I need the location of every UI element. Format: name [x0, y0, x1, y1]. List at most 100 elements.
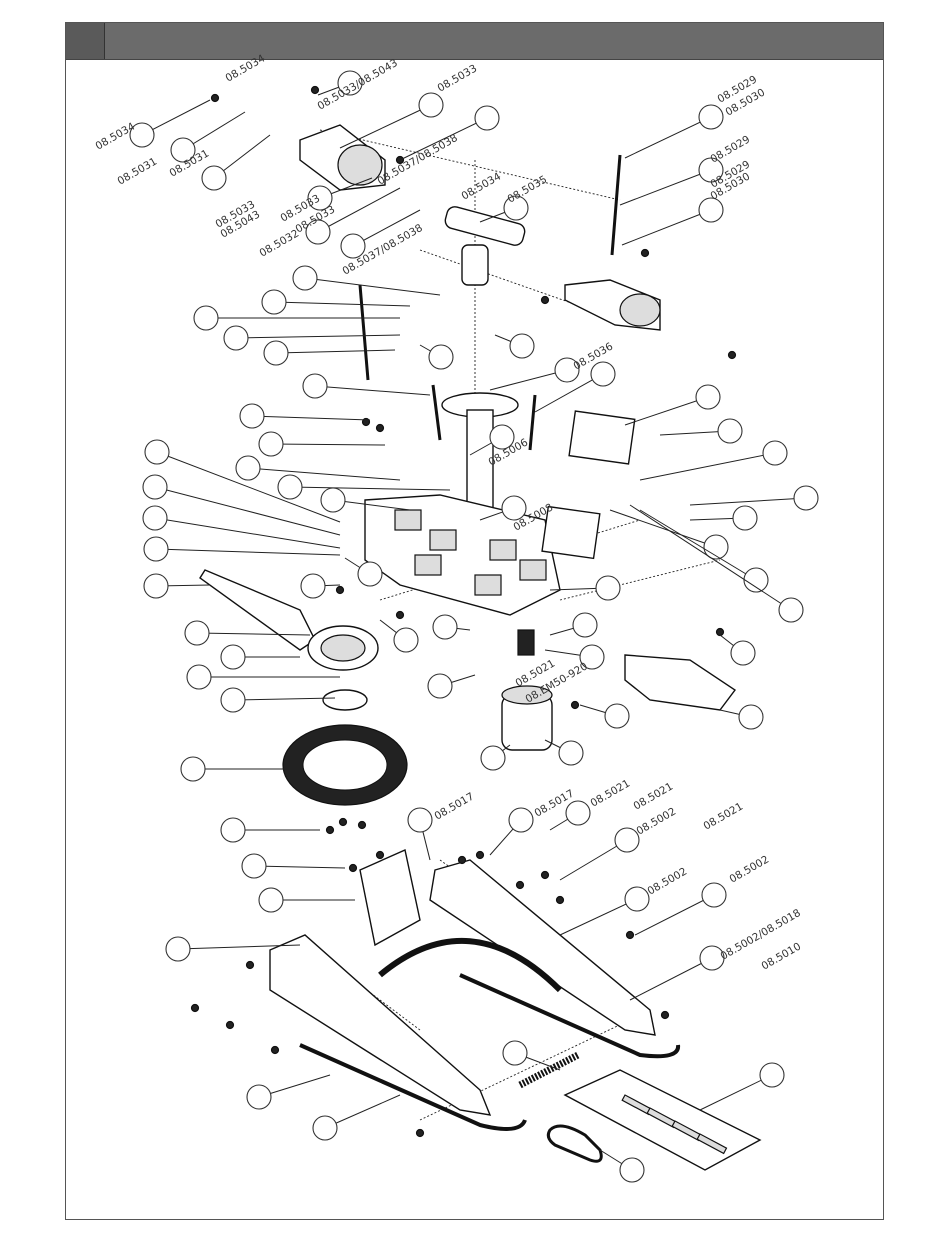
- leader-line: [177, 944, 301, 950]
- leader-line: [689, 497, 807, 506]
- callout-circle: [305, 219, 331, 245]
- callout-circle: [759, 1062, 785, 1088]
- linkage-rod: [610, 154, 622, 256]
- linkage-rod: [528, 394, 537, 451]
- callout-circle: [144, 439, 170, 465]
- callout-circle: [337, 70, 363, 96]
- screw: [225, 1020, 235, 1030]
- screw: [375, 850, 385, 860]
- header-bar: [66, 23, 883, 60]
- callout-circle: [427, 673, 453, 699]
- screw: [210, 93, 220, 103]
- callout-circle: [698, 104, 724, 130]
- callout-circle: [604, 703, 630, 729]
- callout-circle: [614, 827, 640, 853]
- callout-circle: [701, 882, 727, 908]
- callout-circle: [393, 627, 419, 653]
- callout-circle: [619, 1157, 645, 1183]
- callout-circle: [180, 756, 206, 782]
- part-number-label: 08.5002: [728, 853, 772, 885]
- callout-circle: [223, 325, 249, 351]
- screw: [190, 1003, 200, 1013]
- tray-slot: [696, 1133, 728, 1155]
- screw: [348, 863, 358, 873]
- leader-line: [559, 898, 638, 936]
- callout-circle: [778, 597, 804, 623]
- lower-frame-right: [429, 859, 656, 1036]
- screw: [270, 1045, 280, 1055]
- leader-line: [314, 385, 431, 396]
- callout-circle: [508, 807, 534, 833]
- leader-line: [154, 517, 341, 549]
- callout-circle: [320, 487, 346, 513]
- part-number-label: 08.5037/08.5038: [376, 132, 460, 188]
- callout-circle: [738, 704, 764, 730]
- callout-circle: [558, 740, 584, 766]
- screw: [338, 817, 348, 827]
- leader-line: [253, 865, 346, 869]
- leader-line: [289, 486, 451, 491]
- leader-line: [332, 499, 411, 511]
- callout-circle: [220, 687, 246, 713]
- part-number-label: 08.5033: [436, 62, 480, 94]
- tail-boom-arm: [199, 569, 316, 651]
- callout-circle: [730, 640, 756, 666]
- part-number-label: 08.5002: [646, 865, 690, 897]
- callout-circle: [220, 817, 246, 843]
- main-gear-inner: [302, 739, 388, 791]
- rotor-hub-spindle: [444, 206, 526, 246]
- callout-circle: [418, 92, 444, 118]
- screw: [570, 700, 580, 710]
- leader-line: [399, 117, 488, 161]
- leader-line: [317, 187, 401, 233]
- callout-circle: [595, 575, 621, 601]
- leader-line: [154, 486, 341, 536]
- alignment-line: [559, 559, 721, 601]
- callout-circle: [300, 573, 326, 599]
- callout-circle: [793, 485, 819, 511]
- callout-circle: [312, 1115, 338, 1141]
- screw: [357, 820, 367, 830]
- leader-line: [304, 277, 441, 296]
- callout-circle: [261, 289, 287, 315]
- screw: [415, 1128, 425, 1138]
- leader-line: [609, 509, 717, 548]
- callout-circle: [307, 185, 333, 211]
- leader-line: [624, 116, 712, 159]
- leader-line: [699, 1074, 773, 1111]
- callout-circle: [509, 333, 535, 359]
- screw: [715, 627, 725, 637]
- screw: [540, 295, 550, 305]
- callout-circle: [165, 936, 191, 962]
- leader-line: [624, 396, 709, 426]
- callout-circles: [129, 70, 819, 1183]
- callout-circle: [501, 495, 527, 521]
- leader-line: [634, 894, 715, 936]
- servo-top: [568, 410, 636, 465]
- motor-mount-plate: [624, 654, 737, 711]
- screw: [540, 870, 550, 880]
- screw: [640, 248, 650, 258]
- callout-circle: [241, 853, 267, 879]
- motor-top: [501, 685, 553, 705]
- callout-circle: [474, 105, 500, 131]
- callout-circle: [698, 197, 724, 223]
- callout-circle: [277, 474, 303, 500]
- skid-right: [459, 973, 681, 1059]
- rotor-head-block: [461, 244, 489, 286]
- callout-circle: [357, 561, 383, 587]
- leader-line: [156, 451, 341, 523]
- page-frame: [65, 22, 884, 1220]
- screw: [395, 610, 405, 620]
- callout-circle: [554, 357, 580, 383]
- leader-line: [196, 632, 311, 636]
- skid-left: [299, 1043, 527, 1131]
- callout-circle: [502, 1040, 528, 1066]
- part-number-label: 08.5033/08.5043: [316, 57, 400, 113]
- leader-line: [247, 467, 401, 481]
- callout-circle: [292, 265, 318, 291]
- frame-cutout: [414, 554, 442, 576]
- leader-line: [639, 452, 776, 481]
- main-shaft: [466, 409, 494, 521]
- leader-line: [352, 209, 421, 247]
